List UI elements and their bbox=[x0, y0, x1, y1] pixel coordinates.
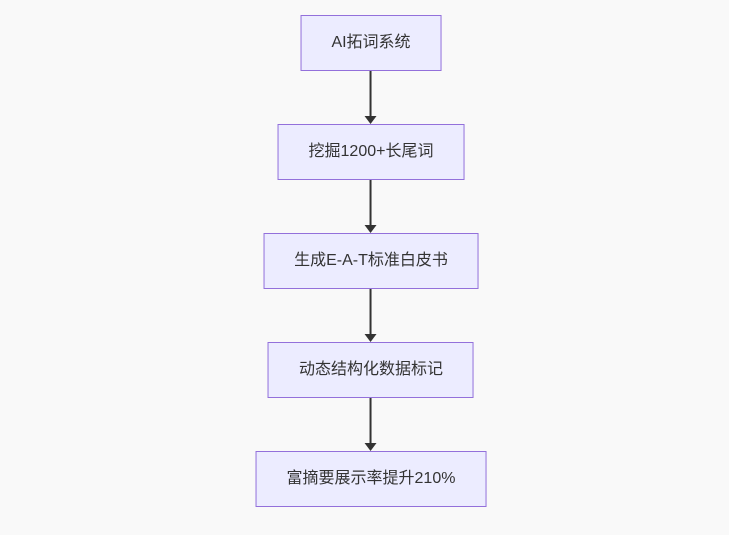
flow-arrow-3 bbox=[365, 289, 377, 342]
node-label: 挖掘1200+长尾词 bbox=[308, 143, 434, 161]
node-label: 富摘要展示率提升210% bbox=[286, 470, 456, 488]
arrow-line bbox=[370, 71, 372, 116]
arrow-down-icon bbox=[365, 116, 377, 124]
node-label: AI拓词系统 bbox=[331, 34, 411, 52]
flow-node-dynamic-structured-data-markup: 动态结构化数据标记 bbox=[267, 342, 474, 398]
flow-node-ai-word-expansion-system: AI拓词系统 bbox=[300, 15, 442, 71]
node-label: 生成E-A-T标准白皮书 bbox=[294, 252, 448, 270]
flowchart: AI拓词系统 挖掘1200+长尾词 生成E-A-T标准白皮书 动态结构化数据标记 bbox=[255, 15, 487, 507]
flow-node-eat-whitepaper-generation: 生成E-A-T标准白皮书 bbox=[263, 233, 479, 289]
flow-arrow-2 bbox=[365, 180, 377, 233]
flow-arrow-1 bbox=[365, 71, 377, 124]
arrow-line bbox=[370, 289, 372, 334]
flow-node-longtail-keyword-mining: 挖掘1200+长尾词 bbox=[277, 124, 465, 180]
arrow-down-icon bbox=[365, 443, 377, 451]
flow-arrow-4 bbox=[365, 398, 377, 451]
flow-node-rich-snippet-rate-increase: 富摘要展示率提升210% bbox=[255, 451, 487, 507]
arrow-down-icon bbox=[365, 225, 377, 233]
arrow-line bbox=[370, 180, 372, 225]
arrow-down-icon bbox=[365, 334, 377, 342]
arrow-line bbox=[370, 398, 372, 443]
node-label: 动态结构化数据标记 bbox=[298, 361, 443, 379]
